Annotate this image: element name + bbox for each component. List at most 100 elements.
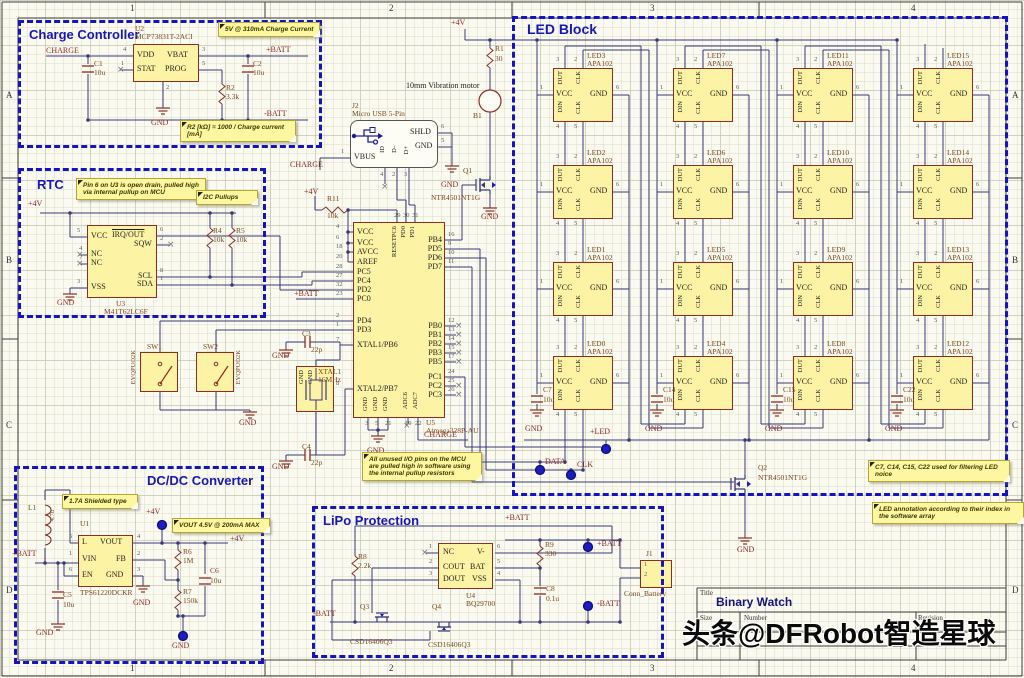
label-din: DIN <box>797 295 804 307</box>
battery-connector-body[interactable] <box>640 560 672 588</box>
label-battp: +BATT <box>505 513 530 522</box>
led-chip-led14[interactable] <box>913 165 973 219</box>
charge-ic-body[interactable] <box>133 44 199 82</box>
note-vout[interactable]: VOUT 4.5V @ 200mA MAX <box>172 518 270 533</box>
label-vcc: 1 <box>900 278 904 285</box>
label-vcc: VCC <box>91 231 108 240</box>
label-clk: CLK <box>815 101 822 114</box>
label-dout: 3 <box>556 153 560 160</box>
label-clk_top: 2 <box>694 250 698 257</box>
label-din: 4 <box>916 220 920 227</box>
led-chip-led4[interactable] <box>673 356 733 410</box>
label-din: 4 <box>916 123 920 130</box>
label-dout: 3 <box>676 153 680 160</box>
led-designator: LED14 <box>947 148 970 157</box>
led-chip-led3[interactable] <box>553 68 613 122</box>
led-chip-led1[interactable] <box>553 262 613 316</box>
note-r2-formula[interactable]: R2 [kΩ] = 1000 / Charge current [mA] <box>180 120 296 142</box>
led-part: APA102 <box>827 156 853 165</box>
zone-label: A <box>1012 90 1019 100</box>
led-chip-led9[interactable] <box>793 262 853 316</box>
label-gnd: GND <box>415 141 433 150</box>
label-n: 12 <box>448 317 455 324</box>
label-v4: +4V <box>230 534 245 543</box>
mcu-body[interactable] <box>353 222 445 418</box>
label-clk_bot: 5 <box>934 123 938 130</box>
label-clk: CLK <box>575 168 582 181</box>
note-open-drain[interactable]: Pin 6 on U3 is open drain, pulled high v… <box>76 178 206 200</box>
label-dout: DUT <box>917 265 924 279</box>
led-chip-led11[interactable] <box>793 68 853 122</box>
zone-label: B <box>1012 255 1019 265</box>
label-ref: R4 <box>213 226 222 235</box>
label-val: 10u <box>903 395 915 404</box>
note-text: LED annotation according to their index … <box>879 506 1011 520</box>
label-ref: C8 <box>546 584 555 593</box>
label-vcc: 1 <box>540 372 544 379</box>
charge-controller-title: Charge Controller <box>29 27 140 42</box>
label-l: L <box>82 537 87 546</box>
usb-connector-body[interactable] <box>350 120 438 168</box>
label-vcc: 5 <box>77 227 81 234</box>
label-dout: DUT <box>797 359 804 373</box>
led-chip-led12[interactable] <box>913 356 973 410</box>
label-clk_top: 2 <box>814 250 818 257</box>
label-vcc: VCC <box>556 377 573 386</box>
label-clk: CLK <box>815 295 822 308</box>
label-gnd: 6 <box>736 372 740 379</box>
note-led-annotation[interactable]: LED annotation according to their index … <box>872 502 1024 524</box>
note-charge-current[interactable]: 5V @ 310mA Charge Current <box>218 22 320 37</box>
note-text: VOUT 4.5V @ 200mA MAX <box>179 522 260 529</box>
label-gnd: 3 <box>137 566 141 573</box>
led-chip-led15[interactable] <box>913 68 973 122</box>
label-vbat: VBAT <box>167 50 188 59</box>
note-pullups[interactable]: All unused I/O pins on the MCU are pulle… <box>362 452 482 481</box>
label-vcc: 1 <box>780 372 784 379</box>
led-chip-led8[interactable] <box>793 356 853 410</box>
switch-sw2-body[interactable] <box>196 352 234 392</box>
label-gnd: 6 <box>856 181 860 188</box>
label-dout: DUT <box>677 168 684 182</box>
label-clk: CLK <box>695 389 702 402</box>
zone-label: 4 <box>911 3 916 13</box>
label-v4: +4V <box>451 18 466 27</box>
label-gnd: 6 <box>616 181 620 188</box>
label-clk: CLK <box>575 389 582 402</box>
led-chip-led0[interactable] <box>553 356 613 410</box>
label-id: 4 <box>380 171 384 178</box>
led-chip-led13[interactable] <box>913 262 973 316</box>
label-val: 30 <box>495 54 503 63</box>
label-battn: -BATT <box>313 609 336 618</box>
dcdc-ic-body[interactable] <box>78 535 133 587</box>
label-val: 10u <box>663 395 675 404</box>
label-ref: Q1 <box>463 166 473 175</box>
label-gnd: GND <box>830 283 848 292</box>
led-chip-led5[interactable] <box>673 262 733 316</box>
led-chip-led6[interactable] <box>673 165 733 219</box>
note-led-caps[interactable]: C7, C14, C15, C22 used for filtering LED… <box>868 460 1010 482</box>
label-clk: CLK <box>575 198 582 211</box>
label-clk_bot: 5 <box>694 317 698 324</box>
note-shielded[interactable]: 1.7A Shielded type <box>62 494 138 509</box>
label-n: 31 <box>412 212 419 219</box>
label-nc: 1 <box>429 543 433 550</box>
label-val: 22p <box>311 345 323 354</box>
led-part: APA102 <box>587 347 613 356</box>
lipo-ic-body[interactable] <box>438 543 493 589</box>
led-chip-led2[interactable] <box>553 165 613 219</box>
label-clk_top: 2 <box>574 344 578 351</box>
revision-label: Revision <box>918 614 943 622</box>
label-ref: C15 <box>783 385 796 394</box>
note-i2c-pullups[interactable]: I2C Pullups <box>196 190 258 205</box>
label-dout: DOUT <box>443 574 466 583</box>
label-ref: U1 <box>80 519 90 528</box>
label-dm: 2 <box>392 171 396 178</box>
rtc-ic-body[interactable] <box>87 225 157 298</box>
led-chip-led7[interactable] <box>673 68 733 122</box>
label-clk_top: 2 <box>934 56 938 63</box>
label-n: 14 <box>448 335 455 342</box>
note-text: I2C Pullups <box>203 194 239 201</box>
label-ref: J1 <box>646 549 653 558</box>
led-chip-led10[interactable] <box>793 165 853 219</box>
label-vcc: VCC <box>916 283 933 292</box>
